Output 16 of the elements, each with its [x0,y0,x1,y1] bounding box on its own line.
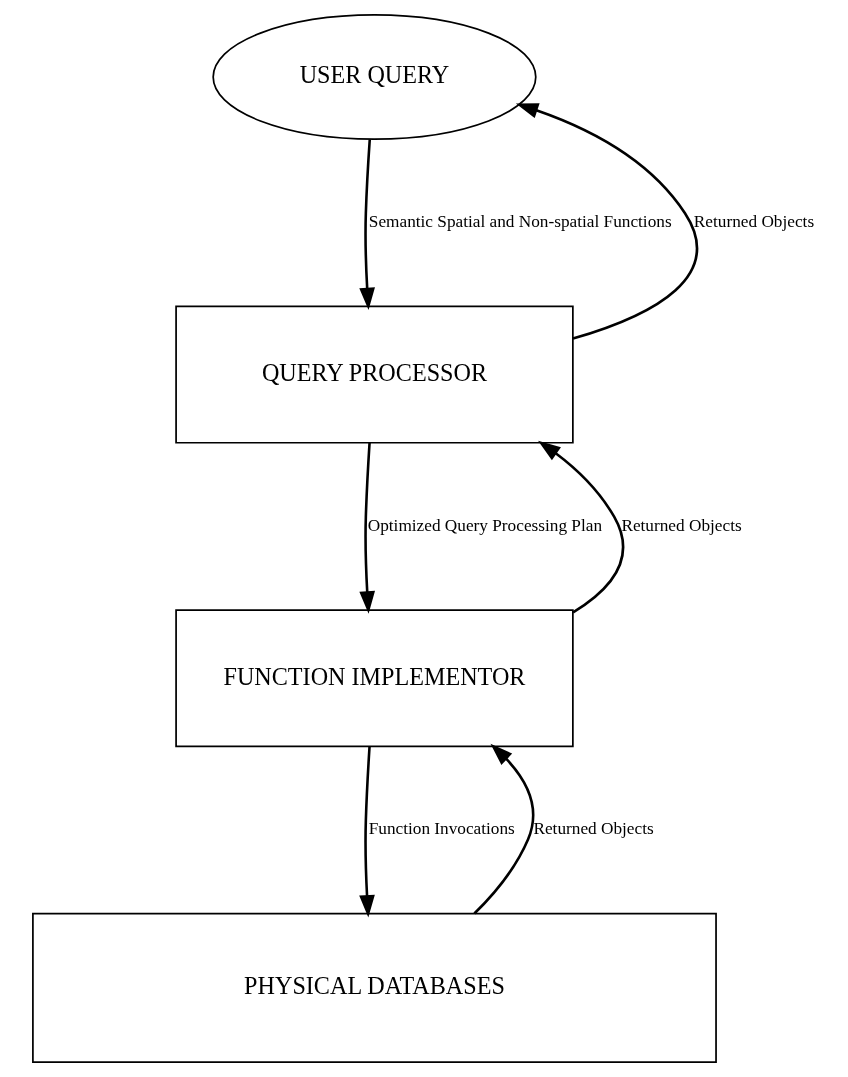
arrow [358,746,375,918]
edge-label: Function Invocations [368,819,515,839]
node-box: PHYSICAL DATABASES [31,912,717,1063]
node-ellipse: USER QUERY [211,14,537,140]
node-box: FUNCTION IMPLEMENTOR [174,609,574,748]
arrow [358,139,375,311]
edge-label: Returned Objects [693,212,814,232]
edge-label: Returned Objects [620,515,742,535]
node-box: QUERY PROCESSOR [174,305,574,444]
edge-label: Optimized Query Processing Plan [367,515,602,535]
arrow [515,103,698,340]
arrow [537,440,624,614]
edge-label: Returned Objects [532,819,654,839]
edge-label: Semantic Spatial and Non-spatial Functions [368,212,672,232]
arrow [472,743,534,915]
arrow [358,442,375,614]
